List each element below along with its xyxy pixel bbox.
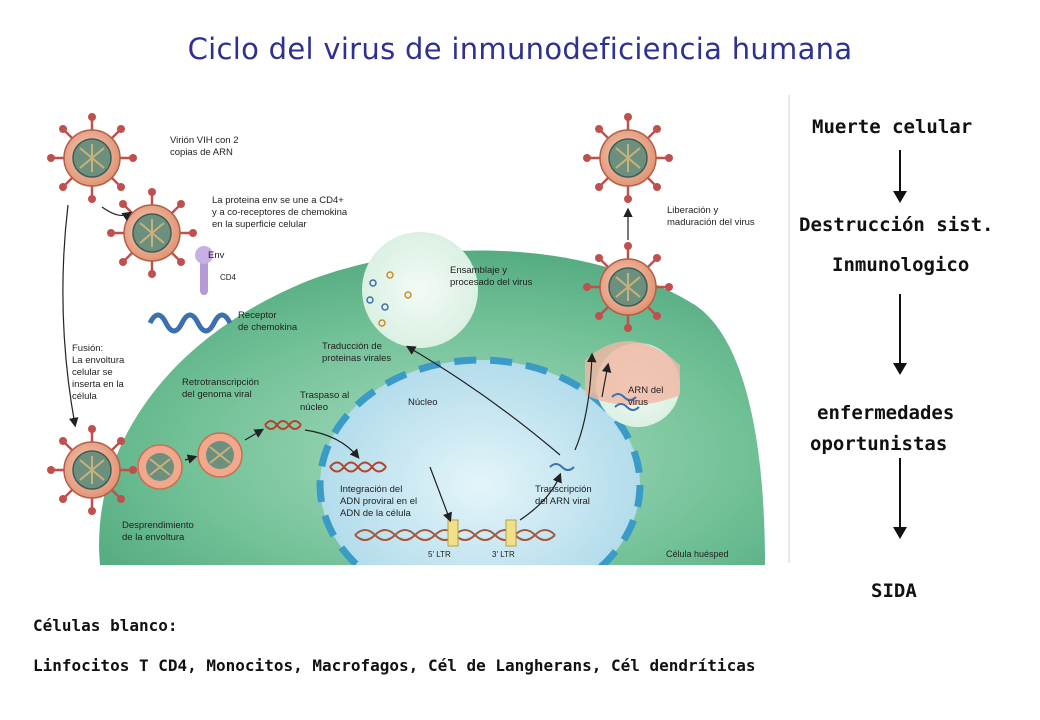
ltr3-label: 3' LTR [492, 550, 515, 559]
rna-vesicle-strand-icon [611, 393, 640, 411]
assembly-vesicle [362, 232, 478, 348]
fusing-virion-icon [45, 423, 139, 517]
virion-icon [45, 111, 139, 205]
capsid-icon [197, 432, 243, 478]
nucleus-label: Núcleo [408, 397, 438, 408]
host-cell-label: Célula huésped [666, 549, 729, 559]
nucleus-shape [320, 360, 640, 565]
nucleus-membrane [316, 356, 644, 565]
cd4-shape [200, 260, 208, 295]
panel-divider [788, 95, 790, 563]
ltr5-box [447, 519, 459, 547]
proviral-dna-icon [329, 461, 387, 473]
flow-step-opportunistic-line1: enfermedades [817, 402, 955, 424]
target-cells-list: Linfocitos T CD4, Monocitos, Macrofagos,… [33, 656, 756, 675]
flow-step-immune-destruction-line2: Inmunologico [832, 254, 970, 276]
binding-virion-icon [105, 186, 199, 280]
flow-step-aids: SIDA [871, 580, 917, 602]
released-virion-icon [581, 111, 675, 205]
page-title: Ciclo del virus de inmunodeficiencia hum… [187, 32, 853, 66]
flow-arrow-down-icon [893, 458, 907, 539]
flow-step-immune-destruction-line1: Destrucción sist. [799, 214, 994, 236]
ltr3-box [505, 519, 517, 547]
ltr5-label: 5' LTR [428, 550, 451, 559]
viral-rna-icon [549, 463, 575, 471]
env-label: Env [208, 250, 225, 261]
budding-membrane [585, 341, 680, 405]
cd4-label: CD4 [220, 273, 237, 282]
uncoated-capsid-icon [137, 444, 183, 490]
flow-arrow-down-icon [893, 150, 907, 203]
flow-step-cell-death: Muerte celular [812, 116, 973, 138]
flow-arrow-down-icon [893, 294, 907, 375]
chemokine-receptor-shape [147, 312, 233, 334]
target-cells-heading: Células blanco: [33, 616, 178, 635]
viral-dna-icon [264, 420, 302, 430]
flow-step-opportunistic-line2: oportunistas [810, 433, 948, 455]
env-binding-label: La proteina env se une a CD4+y a co-rece… [212, 195, 348, 230]
budding-virion-icon [581, 240, 675, 334]
